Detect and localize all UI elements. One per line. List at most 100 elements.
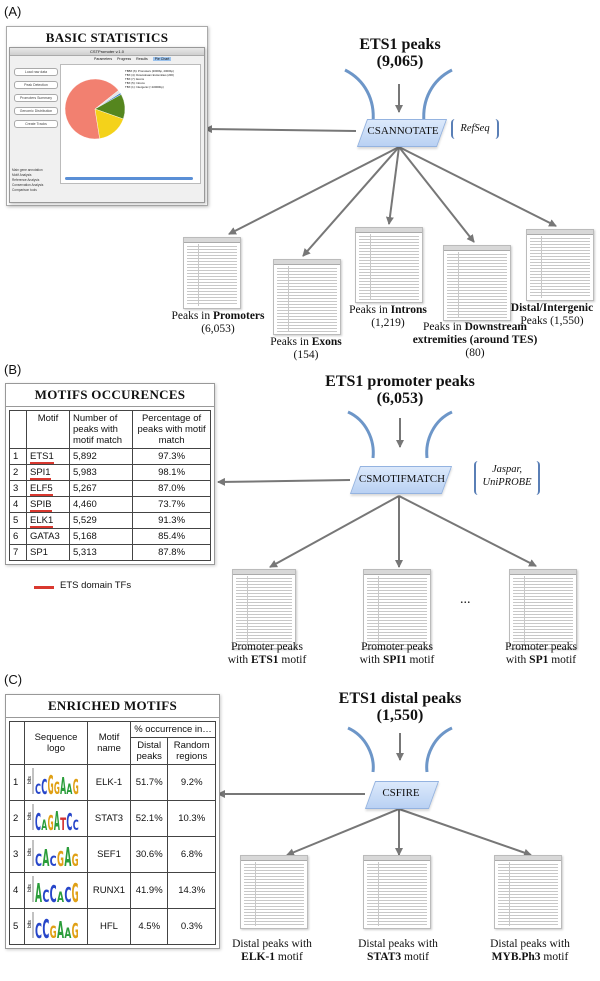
motif-name: STAT3 — [87, 800, 131, 837]
peak-count: 5,168 — [68, 528, 134, 545]
svg-text:C: C — [50, 854, 57, 868]
output-bold: ELK-1 — [241, 951, 276, 963]
horizontal-scrollbar[interactable] — [65, 177, 193, 180]
pie-legend-item: TBX (1): Intergenic (>10000bp) — [125, 85, 164, 89]
row-number: 4 — [9, 496, 27, 513]
tab-pie-chart[interactable]: Pie Chart — [152, 57, 172, 61]
col-header: Motif name — [87, 721, 131, 765]
pie-legend-item: TBX (4): Downstream Extremities (200) — [125, 73, 174, 77]
peak-count: 5,267 — [68, 480, 134, 497]
svg-text:T: T — [60, 815, 66, 832]
ets-legend-label: ETS domain TFs — [60, 580, 132, 591]
svg-text:A: A — [41, 818, 47, 832]
motif-label: ELF5 — [30, 483, 53, 496]
motif-name: SPIB — [26, 496, 70, 513]
svg-text:A: A — [64, 843, 71, 868]
promoters-summary-button[interactable]: Promoters Summary — [14, 94, 58, 102]
peaks-table-thumbnail — [443, 245, 511, 321]
tool-csmotifmatch: CSMOTIFMATCH — [358, 473, 446, 485]
output-suffix: motif — [406, 654, 435, 666]
svg-text:C: C — [35, 810, 41, 832]
source-title: ETS1 peaks — [359, 36, 441, 53]
peak-percent: 87.8% — [132, 544, 211, 561]
output-distal: Distal/Intergenic Peaks (1,550) — [504, 302, 600, 328]
motif-name: ELK1 — [26, 512, 70, 529]
db-name: UniPROBE — [482, 477, 532, 488]
output-bold: STAT3 — [367, 951, 402, 963]
menu-item[interactable]: Main gene annotation — [12, 168, 43, 172]
source-title: ETS1 distal peaks — [338, 690, 462, 707]
row-number: 5 — [9, 512, 27, 529]
svg-text:A: A — [54, 807, 60, 832]
output-bold: Downstream extremities (around TES) — [412, 321, 538, 346]
col-header: Number of peaks with motif match — [68, 410, 134, 449]
peak-detection-button[interactable]: Peak Detection — [14, 81, 58, 89]
source-ets1-promoter-peaks: ETS1 promoter peaks (6,053) — [320, 373, 480, 407]
genomic-distribution-button[interactable]: Genomic Distribution — [14, 107, 58, 115]
peak-count: 5,892 — [68, 448, 134, 465]
arrow-to-distal — [398, 146, 557, 227]
output-line: Distal peaks with — [358, 938, 438, 950]
menu-item[interactable]: Motif Analysis — [12, 173, 32, 177]
svg-text:C: C — [42, 915, 49, 940]
output-prefix: with — [227, 654, 252, 666]
output-bold: Promoters — [213, 310, 265, 322]
row-number: 6 — [9, 528, 27, 545]
create-tracks-button[interactable]: Create Tracks — [14, 120, 58, 128]
tab-parameters[interactable]: Parameters — [94, 57, 113, 61]
pie-slice-intergenic — [94, 108, 124, 139]
tab-progress[interactable]: Progress — [117, 57, 132, 61]
motif-label: SPI1 — [30, 467, 51, 480]
output-count: (80) — [465, 347, 485, 359]
col-header: Random regions — [167, 737, 216, 765]
load-raw-data-button[interactable]: Load raw data — [14, 68, 58, 76]
svg-text:C: C — [73, 818, 79, 832]
col-header — [9, 721, 25, 765]
source-ets1-distal-peaks: ETS1 distal peaks (1,550) — [320, 690, 480, 724]
source-ets1-peaks: ETS1 peaks (9,065) — [330, 36, 470, 70]
output-suffix: motif — [278, 654, 307, 666]
tab-results[interactable]: Results — [136, 57, 148, 61]
svg-text:G: G — [72, 851, 79, 868]
motifs-table: Motif Number of peaks with motif match P… — [9, 410, 211, 561]
random-percent: 10.3% — [167, 800, 216, 837]
random-percent: 14.3% — [167, 872, 216, 909]
svg-text:A: A — [57, 918, 64, 940]
peak-count: 5,983 — [68, 464, 134, 481]
distal-percent: 52.1% — [129, 800, 169, 837]
motif-name: SPI1 — [26, 464, 70, 481]
ets-legend-swatch — [34, 586, 54, 589]
panel-title-motifs: MOTIFS OCCURENCES — [6, 384, 214, 407]
pie-legend: TBBX (6): Promoters (2000bp, 2000bp) TBX… — [125, 69, 174, 89]
menu-item[interactable]: Reference Analysis — [12, 178, 40, 182]
menu-item[interactable]: Comparison tools — [12, 188, 37, 192]
arrow-to-elk1-motif — [286, 808, 400, 857]
lower-menu: Main gene annotation Motif Analysis Refe… — [12, 168, 43, 193]
row-number: 2 — [9, 800, 25, 837]
svg-text:A: A — [35, 879, 42, 904]
basic-statistics-panel: BASIC STATISTICS CSTPromoter v.1.0 Param… — [6, 26, 208, 206]
output-bold: Distal/Intergenic — [510, 302, 594, 314]
arrow-to-mybph3-motif — [398, 808, 532, 857]
motif-label: ELK1 — [30, 515, 54, 528]
output-bold: SP1 — [529, 654, 549, 666]
arrow-to-basic-stats — [204, 125, 357, 134]
svg-text:G: G — [50, 923, 57, 940]
motif-name: ELK-1 — [87, 764, 131, 801]
output-sp1-motif: Promoter peaks with SP1 motif — [496, 641, 586, 667]
row-number: 1 — [9, 448, 27, 465]
col-header: Motif — [26, 410, 70, 449]
menu-item[interactable]: Conservation Analysis — [12, 183, 44, 187]
output-suffix: motif — [275, 951, 303, 963]
